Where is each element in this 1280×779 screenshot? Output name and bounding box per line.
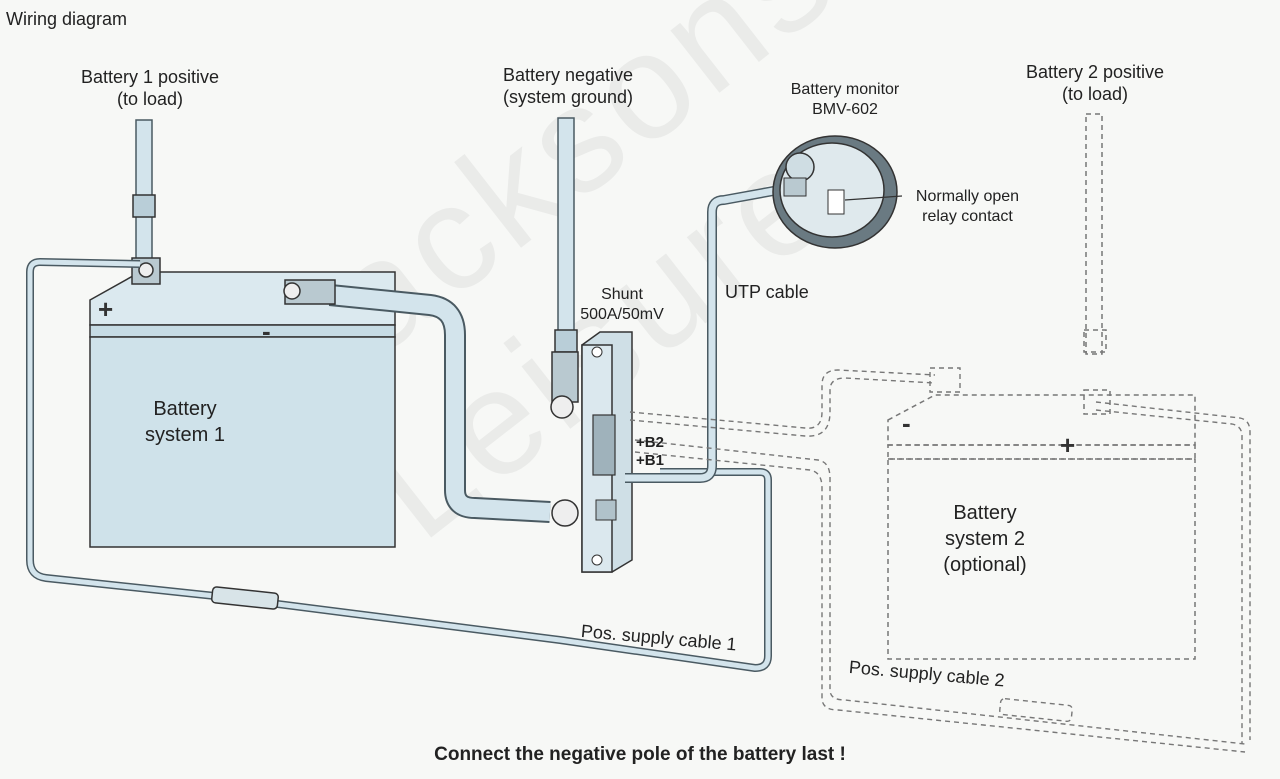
battery2-line1: Battery [953, 502, 1017, 524]
battery2-label: Battery system 2 (optional) [910, 500, 1060, 578]
battery1-positive-line1: Battery 1 positive [80, 67, 220, 87]
battery-negative-line2: (system ground) [502, 87, 634, 107]
battery-negative-label: Battery negative (system ground) [468, 64, 668, 108]
battery-monitor-line2: BMV-602 [812, 101, 878, 118]
battery-monitor-line1: Battery monitor [790, 81, 900, 98]
shunt-label: Shunt 500A/50mV [572, 285, 672, 325]
battery1-positive-line2: (to load) [116, 89, 184, 109]
shunt-body [550, 331, 633, 573]
battery-negative-line1: Battery negative [502, 65, 634, 85]
battery2-line3: (optional) [943, 554, 1027, 576]
battery1-negative-post [283, 279, 336, 305]
battery1-plus-symbol: + [98, 294, 114, 324]
battery2-positive-label: Battery 2 positive (to load) [1000, 61, 1190, 105]
battery2-positive-line2: (to load) [1061, 84, 1129, 104]
terminal-b2-label: +B2 [636, 434, 664, 451]
relay-contact-line2: relay contact [922, 208, 1013, 225]
battery-monitor-label: Battery monitor BMV-602 [760, 80, 930, 120]
battery-monitor-bmv602 [772, 135, 903, 249]
relay-contact-line1: Normally open [915, 188, 1020, 205]
footer-warning: Connect the negative pole of the battery… [434, 744, 846, 765]
battery1-label: Battery system 1 [110, 396, 260, 448]
battery1-line1: Battery [153, 398, 217, 420]
battery1-positive-cable [131, 119, 161, 285]
utp-cable-label: UTP cable [725, 282, 809, 302]
battery2-plus-symbol: + [1060, 430, 1076, 460]
battery2-dashed-cables [629, 367, 1251, 753]
battery-system-2 [887, 394, 1196, 660]
inline-fuse-1 [210, 586, 280, 610]
relay-contact-label: Normally open relay contact [900, 187, 1035, 227]
system-ground-cable [551, 117, 579, 403]
battery2-positive-line1: Battery 2 positive [1025, 62, 1165, 82]
battery1-positive-label: Battery 1 positive (to load) [50, 66, 250, 110]
shunt-line1: Shunt [601, 286, 643, 303]
battery2-line2: system 2 [944, 528, 1026, 550]
shunt-line2: 500A/50mV [580, 306, 664, 323]
battery1-line2: system 1 [144, 424, 226, 446]
battery2-minus-symbol: - [902, 408, 911, 438]
battery2-positive-cable [1083, 113, 1111, 415]
diagram-title: Wiring diagram [6, 9, 128, 29]
terminal-b1-label: +B1 [636, 452, 664, 469]
battery1-minus-symbol: - [262, 316, 271, 346]
